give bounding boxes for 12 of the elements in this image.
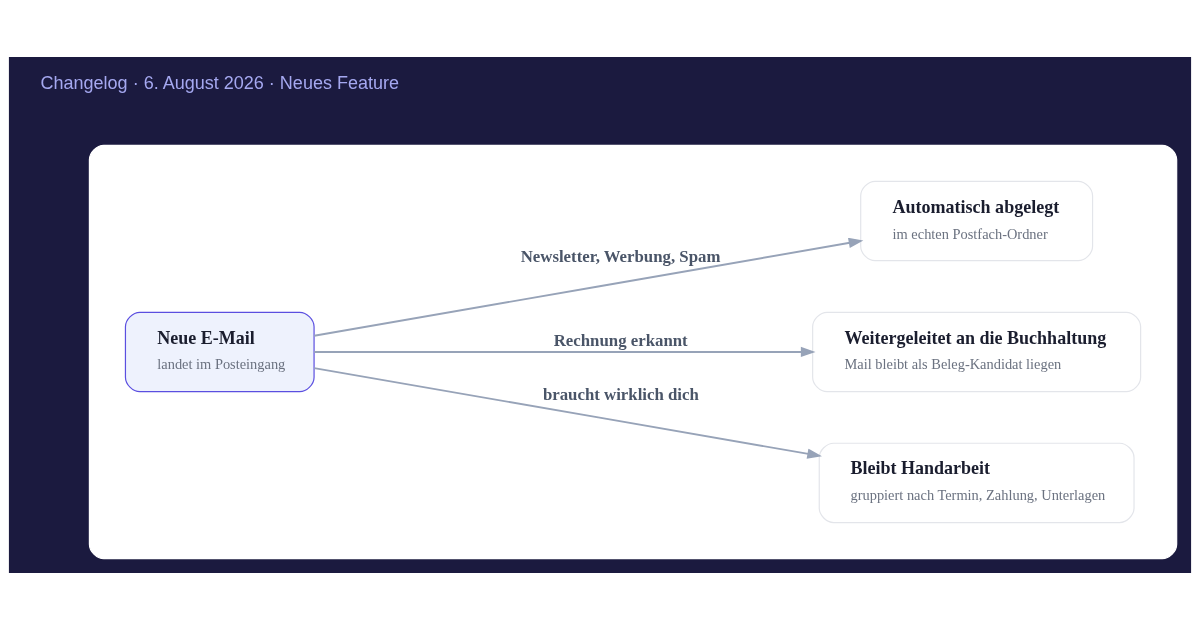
node-box: Automatisch abgelegt im echten Postfach-Ordner bbox=[860, 180, 1094, 262]
node-box: Neue E-Mail landet im Posteingang bbox=[124, 311, 315, 393]
label: Changelog · 6. August 2026 · Neues Feature bbox=[40, 73, 400, 94]
arrow bbox=[313, 367, 822, 459]
arrow bbox=[313, 237, 864, 337]
cluster bbox=[88, 144, 1178, 560]
node-box: Bleibt Handarbeit gruppiert nach Termin, Zahlung, Unterlagen bbox=[818, 442, 1135, 524]
node-box: Weitergeleitet an die Buchhaltung Mail bleibt als Beleg-Kandidat liegen bbox=[812, 311, 1142, 393]
edge-label: braucht wirklich dich bbox=[542, 385, 699, 405]
edge-label: Rechnung erkannt bbox=[553, 331, 688, 351]
arrow bbox=[313, 346, 816, 358]
edge-label: Newsletter, Werbung, Spam bbox=[520, 247, 721, 267]
